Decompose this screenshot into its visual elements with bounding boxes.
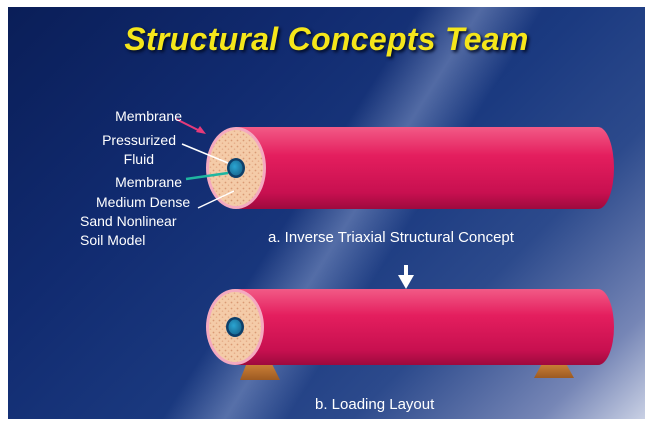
leader-pressurized-fluid [181,143,229,164]
label-outer-membrane: Membrane [115,108,182,124]
caption-a: a. Inverse Triaxial Structural Concept [268,229,514,246]
label-pressurized-fluid-line2: Fluid [123,151,154,167]
tube-a-pressurized-fluid [229,160,243,176]
tube-b-pressurized-fluid [228,319,242,335]
slide-title: Structural Concepts Team [124,21,529,57]
down-arrow [398,265,414,289]
caption-b: b. Loading Layout [315,396,435,413]
label-soil-model-line1: Medium Dense [96,194,191,210]
label-soil-model-line3: Soil Model [80,232,146,248]
label-inner-membrane: Membrane [115,174,182,190]
label-soil-model: Medium Dense Sand Nonlinear Soil Model [80,193,200,250]
label-pressurized-fluid: Pressurized Fluid [48,131,176,169]
tube-a-body [236,127,614,209]
slide-background: Structural Concepts Team [8,7,645,419]
tube-a [206,127,614,209]
label-soil-model-line2: Sand Nonlinear [80,213,177,229]
tube-b-body [235,289,614,365]
leader-soil-model [197,190,235,209]
label-pressurized-fluid-line1: Pressurized [102,132,176,148]
diagram-art [175,118,614,380]
tube-b [206,289,614,365]
leader-inner-membrane [185,171,229,181]
leader-outer-membrane [175,118,201,132]
leader-outer-membrane-arrowhead [196,126,206,134]
